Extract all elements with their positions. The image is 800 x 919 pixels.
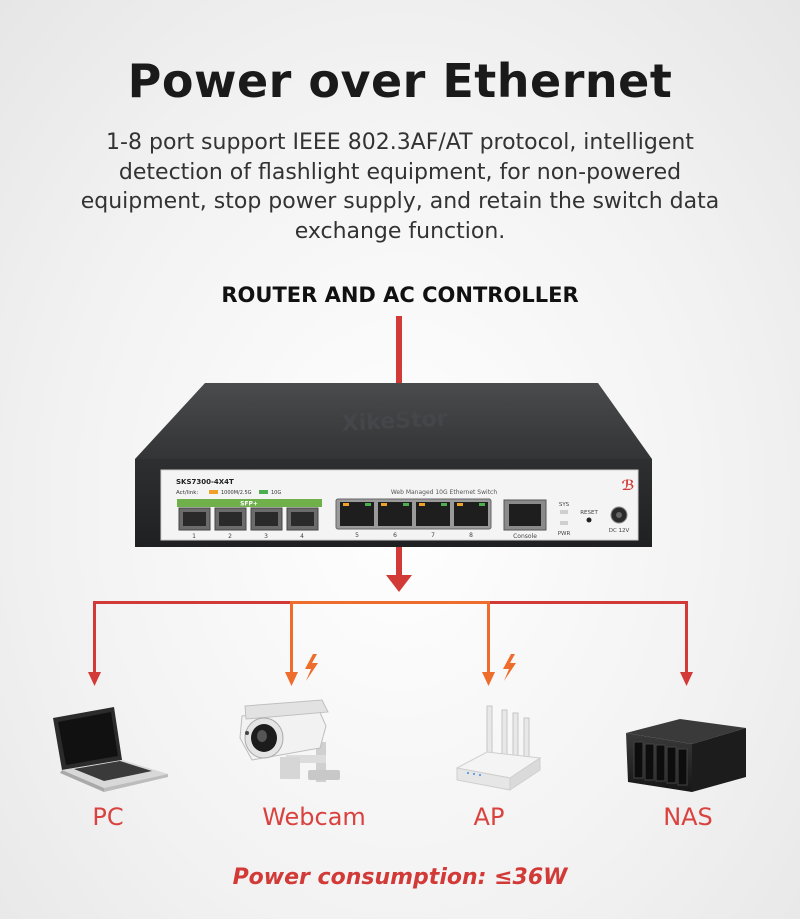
brand-logo-icon: ℬ (622, 478, 635, 494)
ap-poe-bolt-icon (503, 654, 516, 681)
device-label-pc: PC (92, 803, 124, 831)
sfp-ports (178, 507, 319, 531)
actlink-label: Act/link: (176, 490, 198, 496)
nas-arrow (680, 672, 693, 686)
router-label: ROUTER AND AC CONTROLLER (221, 283, 579, 307)
rj45-port-5-label: 5 (355, 532, 359, 539)
sfp-port-3-label: 3 (264, 533, 268, 540)
rj45-port-8-label: 8 (469, 532, 473, 539)
sfp-port-1-label: 1 (192, 533, 196, 540)
legend-1g: 1000M/2.5G (221, 490, 252, 496)
console-label: Console (513, 533, 537, 540)
device-label-nas: NAS (663, 803, 713, 831)
switch-center-label: Web Managed 10G Ethernet Switch (391, 489, 498, 496)
sys-label: SYS (559, 502, 570, 508)
sys-led (560, 510, 568, 514)
router-ap-icon (455, 705, 542, 791)
dc-label: DC 12V (609, 528, 630, 534)
device-label-webcam: Webcam (262, 803, 366, 831)
switch-device: XikeStor SKS7300-4X4T Act/link: 1000M/2.… (135, 383, 652, 547)
connection-lines (88, 547, 693, 686)
reset-button[interactable] (586, 517, 592, 523)
rj45-port-6-label: 6 (393, 532, 397, 539)
pwr-label: PWR (558, 531, 571, 537)
sfp-port-4-label: 4 (300, 533, 304, 540)
brand-engraving: XikeStor (341, 406, 448, 437)
rj45-ports (335, 498, 492, 530)
nas-icon (626, 719, 746, 792)
down-arrow-main (386, 575, 412, 592)
sfp-label: SFP+ (240, 501, 258, 508)
pwr-led (560, 521, 568, 525)
pc-arrow (88, 672, 101, 686)
device-label-ap: AP (473, 803, 505, 831)
webcam-icon (239, 699, 340, 782)
uplink-line (396, 316, 402, 386)
power-consumption-text: Power consumption: ≤36W (232, 865, 568, 890)
sfp-band (177, 499, 322, 507)
led-legend-green (259, 490, 268, 494)
webcam-poe-bolt-icon (305, 654, 318, 681)
laptop-icon (53, 707, 168, 792)
legend-10g: 10G (271, 490, 281, 496)
reset-label: RESET (580, 510, 598, 516)
webcam-arrow (285, 672, 298, 686)
switch-model: SKS7300-4X4T (176, 478, 234, 486)
rj45-port-7-label: 7 (431, 532, 435, 539)
led-legend-orange (209, 490, 218, 494)
ap-arrow (482, 672, 495, 686)
switch-top (135, 383, 652, 459)
description-text: 1-8 port support IEEE 802.3AF/AT protoco… (80, 130, 720, 244)
page-title: Power over Ethernet (127, 54, 673, 108)
sfp-port-2-label: 2 (228, 533, 232, 540)
